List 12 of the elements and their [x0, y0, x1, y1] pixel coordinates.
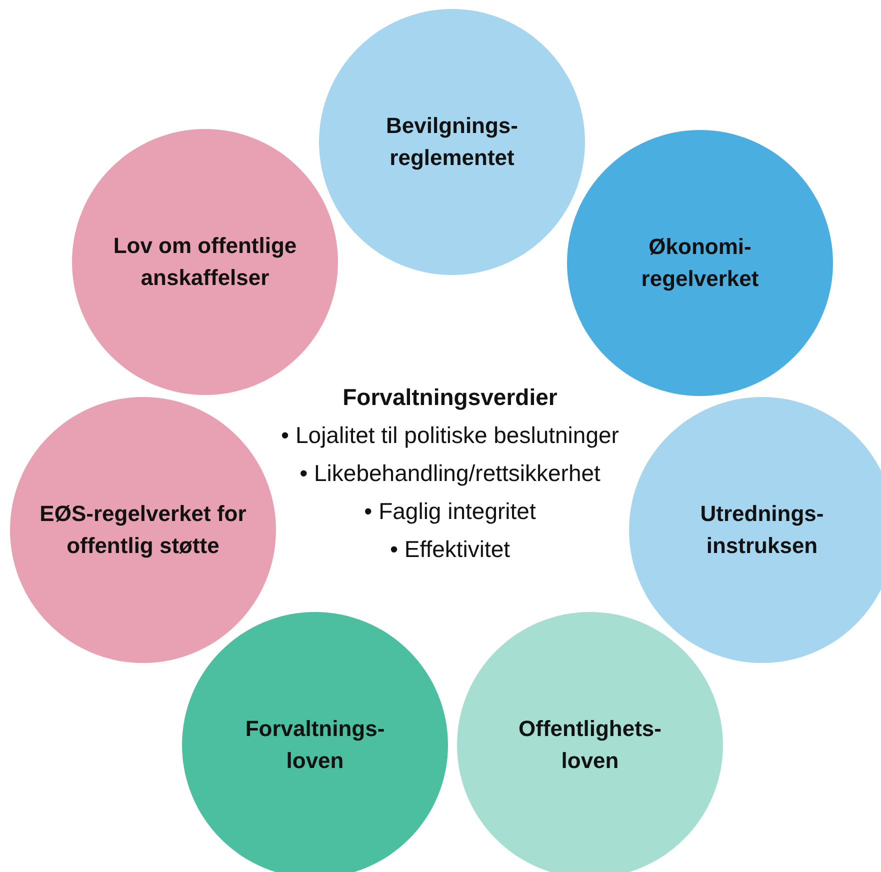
- circle-label: EØS-regelverket for offentlig støtte: [38, 500, 248, 560]
- heading: Forvaltningsverdier: [342, 383, 558, 412]
- bullet-item: • Likebehandling/rettsikkerhet: [300, 459, 600, 488]
- circle-label: Utrednings- instruksen: [699, 500, 825, 560]
- bullet-item: • Effektivitet: [390, 535, 510, 564]
- circle-label: Økonomi- regelverket: [640, 233, 760, 293]
- bullet-item: • Faglig integritet: [364, 497, 536, 526]
- circle-label: Lov om offentlige anskaffelser: [112, 232, 298, 292]
- bullet-item: • Lojalitet til politiske beslutninger: [281, 421, 619, 450]
- circle-label: Bevilgnings- reglementet: [384, 112, 519, 172]
- circle-label: Forvaltnings- loven: [244, 715, 386, 775]
- circle-label: Offentlighets- loven: [518, 715, 662, 775]
